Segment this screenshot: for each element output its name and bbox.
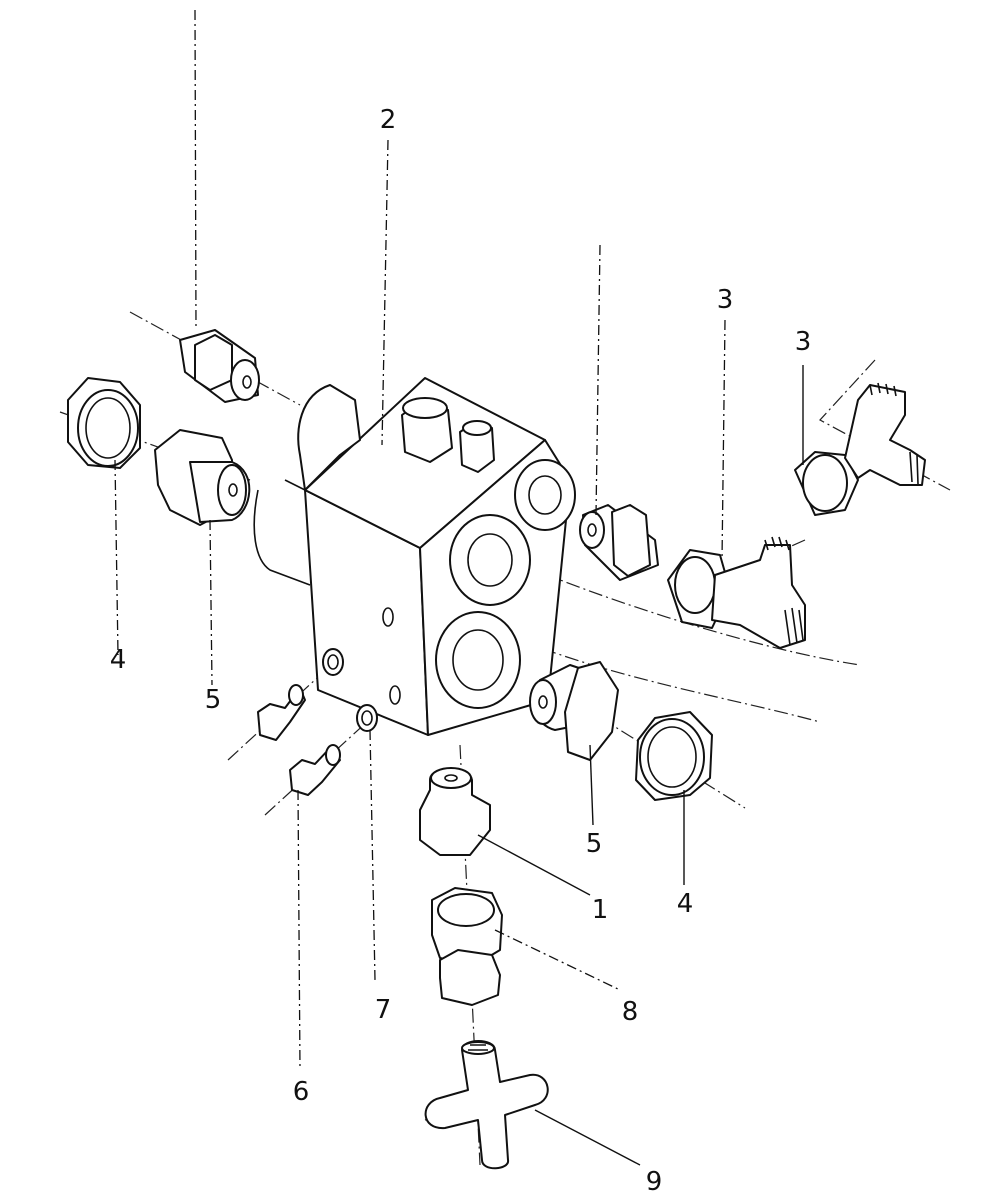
screw-lower [289,744,341,796]
callout-5-right: 5 [586,829,603,859]
callout-2: 2 [380,105,397,135]
adapter-right [579,504,659,581]
nut-right [635,711,713,801]
nut-left [67,377,141,469]
callout-1: 1 [592,895,609,925]
tee-fitting-upper [794,382,926,516]
callout-labels: 2 3 3 4 5 5 4 1 8 7 6 9 [110,105,812,1197]
callout-9: 9 [646,1167,663,1197]
tee-fitting-lower [667,536,806,649]
cross-handle [424,1040,549,1170]
block-small-plug [459,420,495,473]
block-port-upper [449,459,576,606]
washer-lower [356,704,378,732]
callout-6: 6 [293,1077,310,1107]
callout-8: 8 [622,997,639,1027]
washer-upper [322,648,344,676]
callout-4-left: 4 [110,645,127,675]
adapter-bottom [419,767,491,856]
block-hole-upper [382,607,394,627]
adapter-upper-left [179,329,260,403]
callout-5-left: 5 [205,685,222,715]
callout-3-lower-tee: 3 [717,285,734,315]
callout-4-right: 4 [677,889,694,919]
callout-7: 7 [375,995,392,1025]
block-port-lower [435,611,521,709]
coupling-nut [431,887,503,1006]
union-left [154,429,251,526]
union-right [529,661,619,761]
block-top-plug [401,397,453,463]
screw-upper [257,684,306,741]
leader-lines [114,9,804,1166]
callout-3-upper-tee: 3 [795,327,812,357]
valve-block [253,377,576,736]
block-hole-lower [389,685,401,705]
